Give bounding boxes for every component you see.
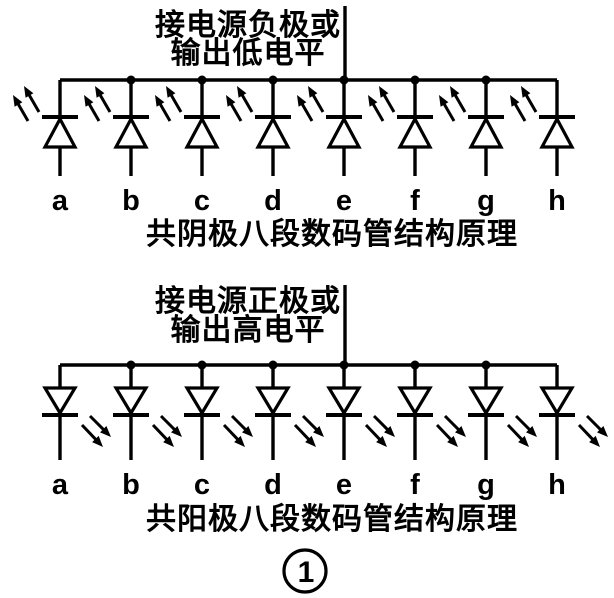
led-diode-bottom_diagram-0 — [42, 365, 111, 460]
light-emission-arrowhead — [510, 95, 520, 107]
diode-triangle — [184, 115, 220, 149]
segment-label: g — [477, 185, 495, 217]
diode-triangle — [42, 115, 78, 149]
segment-label: b — [122, 185, 140, 217]
common-cathode-wiring: a b c d e f g h — [13, 6, 575, 217]
light-emission-arrowhead — [226, 95, 236, 107]
led-diode-bottom_diagram-7 — [539, 365, 608, 460]
led-diode-top_diagram-2 — [155, 80, 220, 176]
light-emission-arrowhead — [166, 86, 176, 98]
common-cathode-diagram: 接电源负极或 输出低电平 a b c d e f g h 共阴极八段数码管结构原理 — [13, 6, 575, 251]
light-emission-arrowhead — [521, 86, 531, 98]
segment-label: g — [477, 469, 495, 501]
light-emission-arrowhead — [447, 435, 458, 447]
light-emission-arrowhead — [84, 95, 94, 107]
power-note-line1: 接电源负极或 — [155, 9, 341, 42]
figure-number: 1 — [298, 556, 315, 589]
led-diode-bottom_diagram-3 — [255, 365, 324, 460]
diode-triangle — [255, 386, 291, 417]
light-emission-arrowhead — [439, 95, 449, 107]
light-emission-arrowhead — [313, 426, 324, 437]
light-emission-arrowhead — [526, 426, 537, 437]
segment-label: c — [194, 185, 210, 217]
segment-label: h — [548, 185, 566, 217]
segment-label: d — [264, 185, 282, 217]
led-diode-bottom_diagram-6 — [468, 365, 537, 460]
light-emission-arrowhead — [163, 435, 174, 447]
led-diode-top_diagram-1 — [84, 80, 149, 176]
diode-triangle — [468, 115, 504, 149]
diode-triangle — [539, 386, 575, 417]
segment-label: a — [52, 185, 69, 217]
segment-label: a — [52, 469, 69, 501]
led-diode-top_diagram-3 — [226, 80, 291, 176]
light-emission-arrowhead — [455, 426, 466, 437]
power-note-line1: 接电源正极或 — [155, 285, 341, 318]
segment-label: h — [548, 469, 566, 501]
power-note-line2: 输出低电平 — [171, 37, 326, 70]
light-emission-arrowhead — [384, 426, 395, 437]
power-note-line2: 输出高电平 — [171, 314, 326, 347]
diode-triangle — [42, 386, 78, 417]
diode-triangle — [468, 386, 504, 417]
light-emission-arrowhead — [237, 86, 247, 98]
led-diode-top_diagram-6 — [439, 80, 504, 176]
light-emission-arrowhead — [234, 435, 245, 447]
light-emission-arrowhead — [450, 86, 460, 98]
light-emission-arrowhead — [597, 426, 608, 437]
light-emission-arrowhead — [13, 95, 23, 107]
diagram-caption: 共阴极八段数码管结构原理 — [146, 217, 518, 251]
diode-triangle — [184, 386, 220, 417]
led-diode-top_diagram-0 — [13, 80, 78, 176]
diode-triangle — [255, 115, 291, 149]
led-diode-top_diagram-7 — [510, 80, 575, 176]
led-diode-top_diagram-5 — [368, 80, 433, 176]
diode-triangle — [397, 115, 433, 149]
light-emission-arrowhead — [242, 426, 253, 437]
segment-label: f — [410, 185, 420, 217]
light-emission-arrowhead — [155, 95, 165, 107]
diagram-caption: 共阳极八段数码管结构原理 — [146, 502, 518, 536]
diode-triangle — [397, 386, 433, 417]
diode-triangle — [113, 386, 149, 417]
common-anode-wiring: a b c d e f g h — [42, 285, 608, 501]
led-diode-bottom_diagram-2 — [184, 365, 253, 460]
segment-label: e — [336, 185, 352, 217]
diode-triangle — [326, 115, 362, 149]
led-diode-bottom_diagram-4 — [326, 365, 395, 460]
segment-label: f — [410, 469, 420, 501]
light-emission-arrowhead — [376, 435, 387, 447]
segment-label: c — [194, 469, 210, 501]
light-emission-arrowhead — [368, 95, 378, 107]
segment-label: d — [264, 469, 282, 501]
led-diode-top_diagram-4 — [297, 80, 362, 176]
light-emission-arrowhead — [24, 86, 34, 98]
common-anode-diagram: 接电源正极或 输出高电平 a b c d e f g h 共阳极八段数码管结构原理 1 — [42, 285, 608, 594]
light-emission-arrowhead — [171, 426, 182, 437]
light-emission-arrowhead — [100, 426, 111, 437]
light-emission-arrowhead — [92, 435, 103, 447]
diode-triangle — [326, 386, 362, 417]
led-diode-bottom_diagram-1 — [113, 365, 182, 460]
segment-label: e — [336, 469, 352, 501]
light-emission-arrowhead — [379, 86, 389, 98]
led-diode-bottom_diagram-5 — [397, 365, 466, 460]
light-emission-arrowhead — [308, 86, 318, 98]
segment-label: b — [122, 469, 140, 501]
diode-triangle — [539, 115, 575, 149]
light-emission-arrowhead — [305, 435, 316, 447]
light-emission-arrowhead — [589, 435, 600, 447]
figure-number-circle — [282, 548, 328, 594]
light-emission-arrowhead — [297, 95, 307, 107]
light-emission-arrowhead — [518, 435, 529, 447]
diode-triangle — [113, 115, 149, 149]
light-emission-arrowhead — [95, 86, 105, 98]
